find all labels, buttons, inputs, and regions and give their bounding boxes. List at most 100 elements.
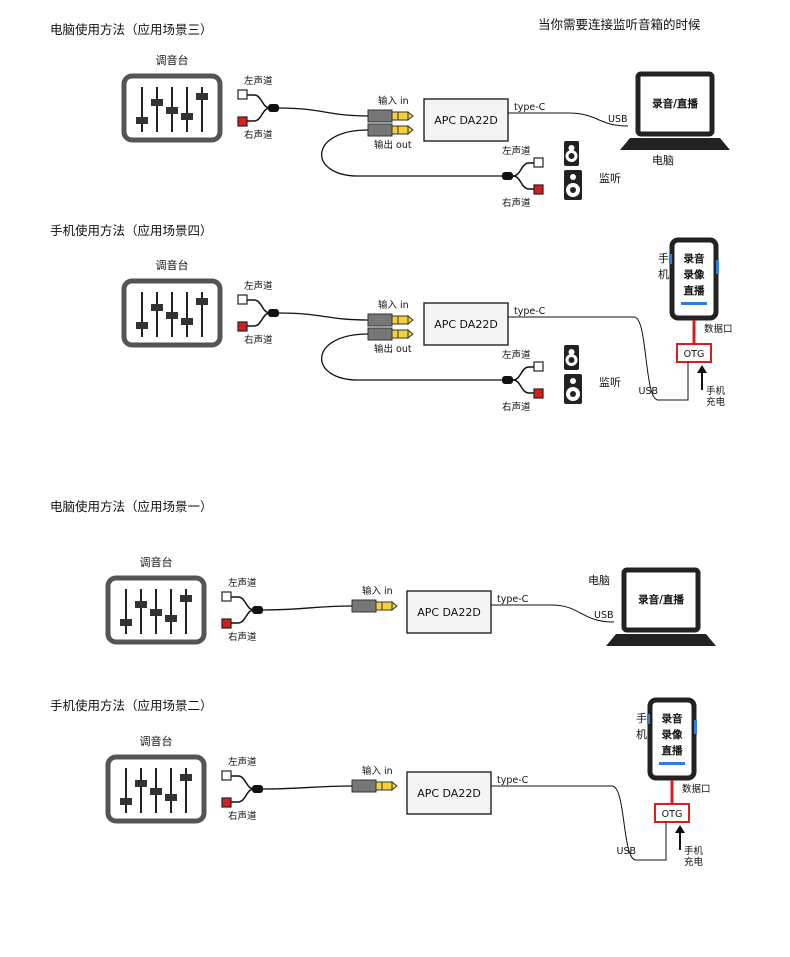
mixer-fader-knob xyxy=(166,107,178,114)
left-channel-label: 左声道 xyxy=(244,75,273,87)
speaker-woofer-center xyxy=(570,187,576,193)
charge-label: 手机 xyxy=(706,385,726,397)
mixer-fader-knob xyxy=(120,619,132,626)
data-port-label: 数据口 xyxy=(682,783,711,795)
rca-merge-connector xyxy=(502,376,513,384)
rca-plug-white xyxy=(237,294,248,305)
mixer-fader-knob xyxy=(166,312,178,319)
phone-side-button xyxy=(647,714,650,724)
usb-label: USB xyxy=(638,386,658,397)
apc-da22d-box xyxy=(423,98,509,142)
mixer-fader-knob xyxy=(136,117,148,124)
typec-label: type-C xyxy=(514,306,546,317)
otg-label: OTG xyxy=(662,809,683,820)
mixer-label: 调音台 xyxy=(156,53,189,67)
mixer-fader-knob xyxy=(135,780,147,787)
mixer-label: 调音台 xyxy=(140,555,173,569)
rca-plug-white xyxy=(221,591,232,602)
right-channel-label: 右声道 xyxy=(502,197,531,209)
output-label: 输出 out xyxy=(374,139,412,151)
right-channel-label: 右声道 xyxy=(244,334,273,346)
rca-merge-connector xyxy=(268,309,279,317)
right-channel-label: 右声道 xyxy=(502,401,531,413)
monitor-cable xyxy=(321,129,506,177)
scene-title: 手机使用方法（应用场景四） xyxy=(50,223,213,238)
mixer-fader-knob xyxy=(181,318,193,325)
phone-body xyxy=(669,237,719,321)
phone-label: 手 xyxy=(658,251,669,265)
jack-plug-tip xyxy=(375,601,393,611)
scene-title: 电脑使用方法（应用场景三） xyxy=(50,22,213,37)
phone-screen-text: 录像 xyxy=(684,268,705,281)
mixer-fader-knob xyxy=(120,798,132,805)
mixer-fader-knob xyxy=(151,304,163,311)
apc-da22d-label: APC DA22D xyxy=(434,114,498,127)
computer-label: 电脑 xyxy=(652,154,674,167)
usb-typec-cable xyxy=(491,604,615,623)
rca-merge-connector xyxy=(252,606,263,614)
typec-label: type-C xyxy=(514,102,546,113)
output-label: 输出 out xyxy=(374,343,412,355)
rca-cable-right xyxy=(226,609,255,624)
mixer-fader-knob xyxy=(150,788,162,795)
rca-cable-left xyxy=(512,162,536,177)
laptop-base xyxy=(606,634,716,646)
data-port-label: 数据口 xyxy=(704,323,733,335)
apc-da22d-label: APC DA22D xyxy=(417,787,481,800)
phone-side-button xyxy=(694,720,697,734)
typec-label: type-C xyxy=(497,594,529,605)
phone-label: 机 xyxy=(636,727,647,741)
usb-label: USB xyxy=(594,610,614,621)
right-channel-label: 右声道 xyxy=(228,631,257,643)
phone-screen-text: 录音 xyxy=(684,252,705,265)
jack-point xyxy=(407,314,414,326)
otg-label: OTG xyxy=(684,349,705,360)
usb-typec-cable xyxy=(508,112,629,127)
input-label: 输入 in xyxy=(362,765,393,777)
usb-label: USB xyxy=(608,114,628,125)
jack-point xyxy=(407,328,414,340)
mixer-fader-knob xyxy=(150,609,162,616)
rca-plug-white xyxy=(221,770,232,781)
jack-plug-tip xyxy=(391,125,409,135)
left-channel-label: 左声道 xyxy=(228,577,257,589)
mixer-fader-knob xyxy=(196,298,208,305)
charge-arrowhead xyxy=(675,825,685,833)
phone-side-button xyxy=(669,254,672,264)
speaker-woofer-center xyxy=(570,391,576,397)
mixer-fader-knob xyxy=(180,774,192,781)
jack-point xyxy=(407,124,414,136)
mixer-fader-knob xyxy=(136,322,148,329)
jack-plug-body xyxy=(351,779,377,793)
rca-cable-right xyxy=(512,379,536,394)
left-channel-label: 左声道 xyxy=(228,756,257,768)
rca-merge-connector xyxy=(252,785,263,793)
mixer-fader-knob xyxy=(181,113,193,120)
rca-cable-right xyxy=(226,788,255,803)
right-channel-label: 右声道 xyxy=(244,129,273,141)
rca-plug-red xyxy=(237,321,248,332)
jack-plug-tip xyxy=(391,111,409,121)
rca-plug-white xyxy=(237,89,248,100)
jack-plug-body xyxy=(367,313,393,327)
rca-cable-right xyxy=(242,107,271,122)
phone-label: 手 xyxy=(636,711,647,725)
charge-label: 充电 xyxy=(706,396,726,408)
rca-plug-red xyxy=(533,388,544,399)
computer-label: 电脑 xyxy=(588,574,610,587)
speaker-woofer-center xyxy=(568,153,575,159)
rca-plug-red xyxy=(533,184,544,195)
phone-screen-bar xyxy=(659,762,685,765)
input-cable xyxy=(278,107,369,117)
scene-title: 电脑使用方法（应用场景一） xyxy=(50,499,213,514)
jack-plug-body xyxy=(351,599,377,613)
mixer-label: 调音台 xyxy=(156,258,189,272)
mixer-label: 调音台 xyxy=(140,734,173,748)
apc-da22d-label: APC DA22D xyxy=(434,318,498,331)
header-note: 当你需要连接监听音箱的时候 xyxy=(538,17,701,32)
mixer-fader-knob xyxy=(165,794,177,801)
